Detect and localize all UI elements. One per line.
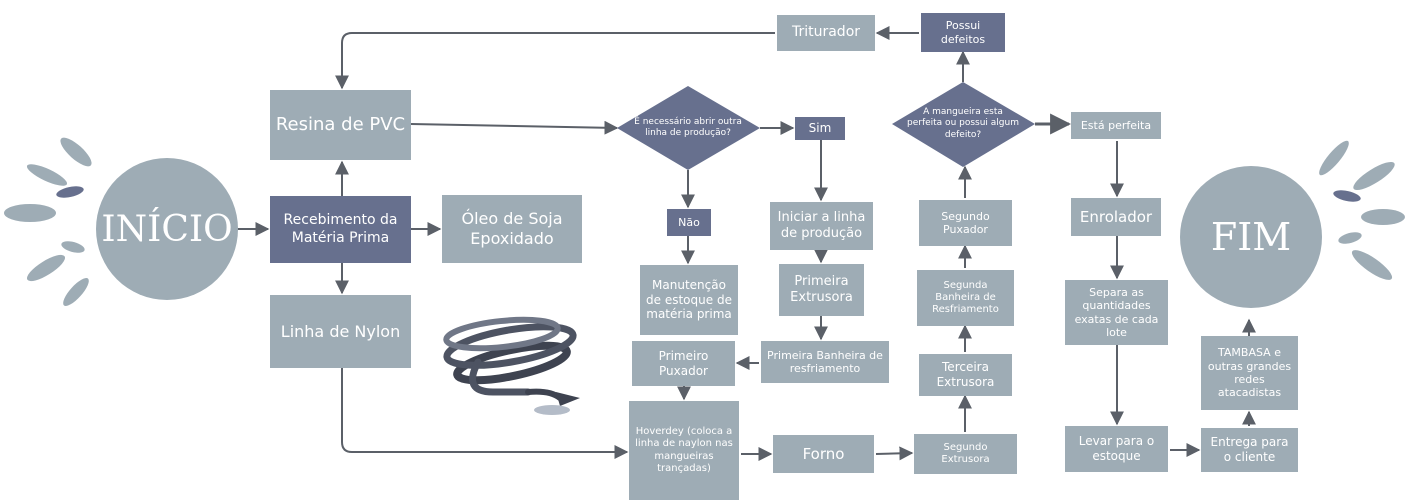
node-possui-defeitos: Possui defeitos xyxy=(921,13,1005,52)
node-manutencao: Manutenção de estoque de matéria prima xyxy=(640,265,738,335)
end-node: FIM xyxy=(1180,166,1322,308)
node-sim: Sim xyxy=(795,117,845,140)
decision-abrir-linha-label: É necessário abrir outra linha de produç… xyxy=(630,102,746,154)
decorative-rays-left xyxy=(4,137,92,306)
node-tambasa-label: TAMBASA e outras grandes redes atacadist… xyxy=(1207,346,1292,400)
arrow-nylon-hoverdey xyxy=(341,368,629,459)
hose-illustration-icon xyxy=(443,316,580,415)
end-label: FIM xyxy=(1210,215,1292,259)
node-enrolador: Enrolador xyxy=(1071,198,1161,236)
node-enrolador-label: Enrolador xyxy=(1079,207,1153,226)
start-node: INÍCIO xyxy=(96,158,238,300)
node-separa-label: Separa as quantidades exatas de cada lot… xyxy=(1074,285,1159,339)
node-primeira-extrusora-label: Primeira Extrusora xyxy=(790,274,853,305)
node-iniciar-linha: Iniciar a linha de produção xyxy=(770,202,873,250)
node-nao: Não xyxy=(667,209,711,236)
decorative-rays-right xyxy=(1319,140,1405,280)
arrow-triturador-resina xyxy=(335,32,775,90)
node-segundo-puxador: Segundo Puxador xyxy=(919,200,1012,246)
node-tambasa: TAMBASA e outras grandes redes atacadist… xyxy=(1201,336,1298,410)
node-esta-perfeita-label: Está perfeita xyxy=(1080,118,1152,132)
start-label: INÍCIO xyxy=(101,208,233,250)
decision-mangueira-text: A mangueira esta perfeita ou possui algu… xyxy=(907,107,1019,140)
arrow-resina-decision1 xyxy=(410,120,619,135)
node-segundo-puxador-label: Segundo Puxador xyxy=(941,209,990,236)
node-levar-estoque-label: Levar para o estoque xyxy=(1078,434,1155,463)
node-hoverdey-label: Hoverdey (coloca a linha de naylon nas m… xyxy=(635,426,733,474)
node-iniciar-linha-label: Iniciar a linha de produção xyxy=(777,210,866,241)
node-recebimento: Recebimento da Matéria Prima xyxy=(270,196,411,263)
decision-diamond-abrir-linha xyxy=(617,86,760,170)
node-forno-label: Forno xyxy=(802,444,845,463)
node-possui-defeitos-label: Possui defeitos xyxy=(940,19,986,46)
decision-mangueira-label: A mangueira esta perfeita ou possui algu… xyxy=(905,98,1021,150)
decision-abrir-linha-text: É necessário abrir outra linha de produç… xyxy=(634,116,742,138)
node-segunda-banheira: Segunda Banheira de Resfriamento xyxy=(917,270,1014,326)
node-oleo-soja-label: Óleo de Soja Epoxidado xyxy=(461,209,563,248)
node-nao-label: Não xyxy=(678,215,700,229)
node-esta-perfeita: Está perfeita xyxy=(1071,112,1161,139)
node-resina-pvc: Resina de PVC xyxy=(270,90,411,160)
node-primeiro-puxador: Primeiro Puxador xyxy=(632,341,735,386)
node-primeira-extrusora: Primeira Extrusora xyxy=(779,264,864,316)
node-segundo-extrusora: Segundo Extrusora xyxy=(914,434,1017,474)
node-hoverdey: Hoverdey (coloca a linha de naylon nas m… xyxy=(629,401,739,500)
node-terceira-extrusora: Terceira Extrusora xyxy=(919,354,1012,396)
node-sim-label: Sim xyxy=(808,121,832,136)
node-separa: Separa as quantidades exatas de cada lot… xyxy=(1065,280,1168,345)
arrow-forno-segundo xyxy=(875,446,914,461)
node-forno: Forno xyxy=(773,435,874,473)
node-recebimento-label: Recebimento da Matéria Prima xyxy=(283,212,398,246)
node-entrega-cliente-label: Entrega para o cliente xyxy=(1210,435,1289,464)
node-triturador-label: Triturador xyxy=(791,24,861,41)
node-resina-pvc-label: Resina de PVC xyxy=(275,114,406,136)
node-linha-nylon-label: Linha de Nylon xyxy=(280,321,401,341)
decision-diamond-mangueira xyxy=(892,82,1035,167)
node-manutencao-label: Manutenção de estoque de matéria prima xyxy=(646,278,732,322)
node-linha-nylon: Linha de Nylon xyxy=(270,295,411,368)
node-segundo-extrusora-label: Segundo Extrusora xyxy=(941,441,990,465)
node-triturador: Triturador xyxy=(777,15,875,51)
node-oleo-soja: Óleo de Soja Epoxidado xyxy=(442,195,582,263)
node-primeira-banheira-label: Primeira Banheira de resfriamento xyxy=(767,348,883,375)
node-primeira-banheira: Primeira Banheira de resfriamento xyxy=(761,341,889,383)
node-segunda-banheira-label: Segunda Banheira de Resfriamento xyxy=(932,279,999,316)
node-terceira-extrusora-label: Terceira Extrusora xyxy=(936,360,995,389)
node-levar-estoque: Levar para o estoque xyxy=(1065,426,1168,472)
node-entrega-cliente: Entrega para o cliente xyxy=(1201,428,1298,472)
node-primeiro-puxador-label: Primeiro Puxador xyxy=(658,348,709,378)
